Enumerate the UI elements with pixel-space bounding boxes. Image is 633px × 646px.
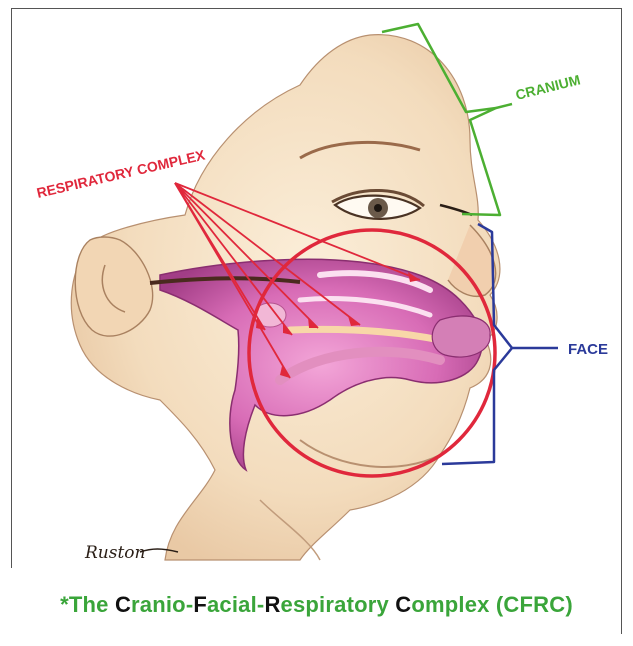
label-cranium: CRANIUM	[514, 71, 582, 103]
label-face: FACE	[568, 341, 608, 358]
artist-signature: Ruston	[84, 543, 146, 563]
caption-respiratory: espiratory	[281, 592, 396, 617]
caption-facial: acial-	[207, 592, 264, 617]
caption-r-initial: R	[264, 592, 280, 617]
caption-c2-initial: C	[395, 592, 411, 617]
cranium-pointer	[496, 104, 512, 108]
pupil	[374, 204, 382, 212]
caption-prefix: *The	[60, 592, 115, 617]
caption-f-initial: F	[193, 592, 207, 617]
lips	[432, 316, 490, 357]
caption-abbreviation: (CFRC)	[496, 592, 573, 617]
figure-caption: *The Cranio-Facial-Respiratory Complex (…	[0, 592, 633, 618]
caption-cranio: ranio-	[131, 592, 193, 617]
caption-c-initial: C	[115, 592, 131, 617]
caption-complex: omplex	[411, 592, 496, 617]
